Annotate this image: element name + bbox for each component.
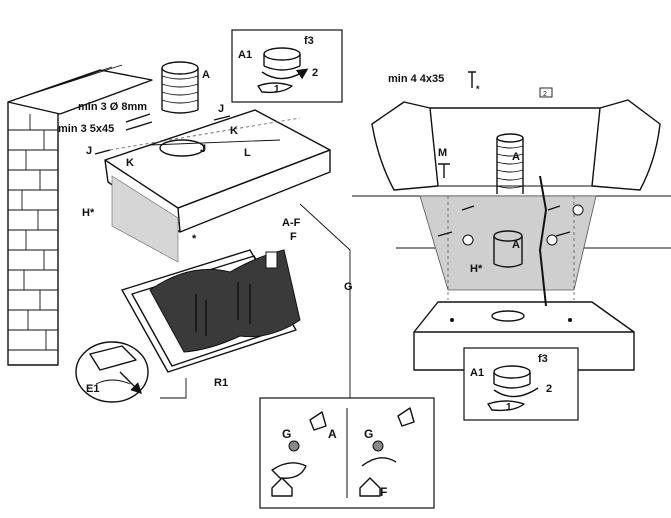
label-j-top: J bbox=[218, 103, 224, 115]
mounting-screws-right: M bbox=[437, 147, 584, 246]
label-g: G bbox=[344, 281, 353, 293]
label-k-right: K bbox=[230, 125, 238, 137]
ceiling-mount-right bbox=[352, 99, 671, 300]
inset-top-f3: f3 bbox=[304, 35, 314, 47]
label-m: M bbox=[438, 147, 447, 159]
inset-right-2: 2 bbox=[546, 383, 552, 395]
inset-bottom-a: A bbox=[328, 427, 337, 441]
label-j-left: J bbox=[86, 145, 92, 157]
inset-bottom-g-left: G bbox=[282, 427, 291, 441]
template-h-left: H* bbox=[82, 175, 179, 263]
label-a-upper-right: A bbox=[512, 151, 520, 163]
inset-top-1: 1 bbox=[274, 84, 280, 95]
right-header: min 4 4x35 * 2 bbox=[388, 71, 553, 98]
brick-wall bbox=[7, 64, 153, 366]
label-a-top: A bbox=[202, 69, 210, 81]
label-min-dowel: min 3 Ø 8mm bbox=[78, 101, 147, 113]
cooker-hood-left: J K J K J L bbox=[86, 103, 331, 233]
label-l: L bbox=[244, 147, 251, 159]
inset-right-1: 1 bbox=[506, 402, 512, 413]
leader-g: G bbox=[160, 203, 353, 399]
duct-pipe-a: A bbox=[161, 61, 210, 114]
label-a-f: A-F bbox=[282, 217, 301, 229]
inset-filter-options: G A G F bbox=[259, 397, 435, 509]
label-min-screw-right: min 4 4x35 bbox=[388, 73, 444, 85]
label-j-mid: J bbox=[200, 143, 206, 155]
inset-right-f3: f3 bbox=[538, 353, 548, 365]
inset-connector-top: A1 f3 2 1 bbox=[231, 29, 343, 103]
label-star-left: * bbox=[192, 233, 197, 245]
label-h-right: H* bbox=[470, 263, 483, 275]
dowels-screws-left: min 3 Ø 8mm min 3 5x45 bbox=[58, 101, 231, 155]
inset-connector-right: A1 f3 2 1 bbox=[463, 347, 579, 421]
grease-filters: A-F F * R1 bbox=[121, 217, 301, 389]
label-star-right: * bbox=[476, 84, 480, 94]
label-e1: E1 bbox=[86, 383, 99, 395]
label-a-lower-right: A bbox=[512, 239, 520, 251]
label-f: F bbox=[290, 231, 297, 243]
inset-right-a1: A1 bbox=[470, 367, 484, 379]
inset-top-2: 2 bbox=[312, 67, 318, 79]
label-k-left: K bbox=[126, 157, 134, 169]
label-min-screw: min 3 5x45 bbox=[58, 123, 114, 135]
duct-pipe-a-right: A A H* bbox=[470, 133, 548, 307]
inset-top-a1: A1 bbox=[238, 49, 252, 61]
label-box-right: 2 bbox=[543, 91, 547, 98]
label-r1: R1 bbox=[214, 377, 228, 389]
detail-e1: E1 bbox=[75, 341, 149, 403]
inset-bottom-f: F bbox=[380, 485, 387, 499]
inset-bottom-g-right: G bbox=[364, 427, 373, 441]
label-h-left: H* bbox=[82, 207, 95, 219]
